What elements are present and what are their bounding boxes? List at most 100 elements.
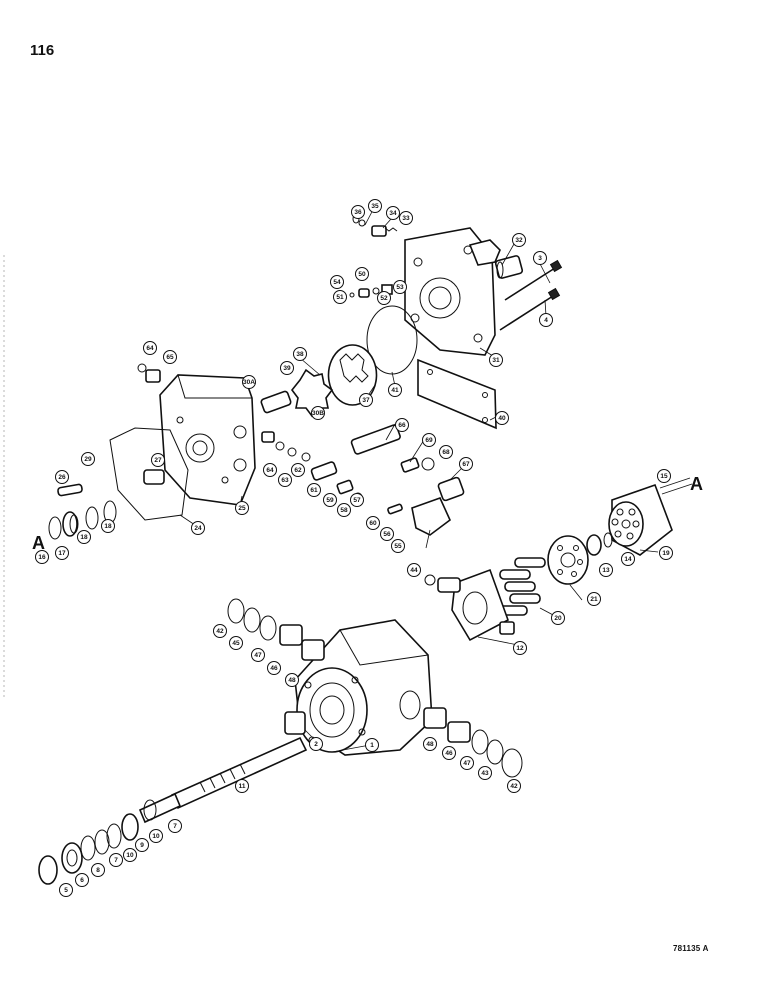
view-reference-right: A — [690, 474, 703, 494]
callout-label: 67 — [462, 461, 470, 468]
callout-circle — [101, 519, 115, 533]
callout-circle — [77, 530, 91, 544]
callout-27: 27 — [151, 453, 165, 467]
callout-1: 1 — [365, 738, 379, 752]
callout-label: 20 — [554, 615, 562, 622]
callout-label: 7 — [114, 857, 118, 864]
callout-circle — [235, 501, 249, 515]
callout-10: 10 — [149, 829, 163, 843]
callout-label: 46 — [270, 665, 278, 672]
callout-label: 19 — [662, 550, 670, 557]
callout-label: 61 — [310, 487, 318, 494]
callout-circle — [399, 211, 413, 225]
callout-label: 26 — [58, 474, 66, 481]
callout-48: 48 — [285, 673, 299, 687]
spring-13-drawing — [586, 534, 602, 556]
callout-circle — [350, 493, 364, 507]
callout-3: 3 — [533, 251, 547, 265]
callout-21: 21 — [587, 592, 601, 606]
callout-circle — [489, 353, 503, 367]
callout-label: 60 — [369, 520, 377, 527]
callout-circle — [391, 539, 405, 553]
callout-5: 5 — [59, 883, 73, 897]
callout-circle — [251, 648, 265, 662]
callout-circle — [439, 445, 453, 459]
callout-circle — [512, 233, 526, 247]
callout-label: 58 — [340, 507, 348, 514]
callout-30b: 30B — [311, 406, 325, 420]
callout-label: 42 — [510, 783, 518, 790]
callout-circle — [163, 350, 177, 364]
callout-label: 54 — [333, 279, 341, 286]
callout-label: 10 — [152, 833, 160, 840]
callout-46: 46 — [267, 661, 281, 675]
callout-label: 43 — [481, 770, 489, 777]
callout-55: 55 — [391, 539, 405, 553]
callout-36: 36 — [351, 205, 365, 219]
callout-circle — [75, 873, 89, 887]
callout-label: 37 — [362, 397, 370, 404]
callout-circle — [422, 433, 436, 447]
callout-51: 51 — [333, 290, 347, 304]
callout-circle — [587, 592, 601, 606]
callout-label: 5 — [64, 887, 68, 894]
callout-label: 41 — [391, 387, 399, 394]
callout-circle — [151, 453, 165, 467]
callout-label: 1 — [370, 742, 374, 749]
callout-label: 57 — [353, 497, 361, 504]
callout-19: 19 — [659, 546, 673, 560]
callout-label: 66 — [398, 422, 406, 429]
callout-label: 30A — [243, 379, 255, 386]
upper-bearing-stack-drawing — [227, 598, 325, 661]
callout-label: 39 — [283, 365, 291, 372]
callout-69: 69 — [422, 433, 436, 447]
gasket-24-drawing — [109, 427, 189, 521]
port-plate-21-drawing — [547, 535, 589, 585]
callout-circle — [380, 527, 394, 541]
callout-circle — [278, 473, 292, 487]
callout-label: 18 — [80, 534, 88, 541]
swashplate-12-drawing — [437, 568, 515, 642]
callout-circle — [355, 267, 369, 281]
bushing-27-drawing — [143, 469, 165, 485]
callout-label: 52 — [380, 295, 388, 302]
callout-circle — [280, 361, 294, 375]
callout-12: 12 — [513, 641, 527, 655]
callout-circle — [659, 546, 673, 560]
callout-label: 10 — [126, 852, 134, 859]
callout-66: 66 — [395, 418, 409, 432]
callout-label: 14 — [624, 556, 632, 563]
callout-16: 16 — [35, 550, 49, 564]
end-cap-25-drawing — [159, 374, 256, 506]
callout-circle — [337, 503, 351, 517]
callout-circle — [507, 779, 521, 793]
callout-label: 40 — [498, 415, 506, 422]
callout-circle — [351, 205, 365, 219]
callout-label: 44 — [410, 567, 418, 574]
callout-57: 57 — [350, 493, 364, 507]
callout-30a: 30A — [242, 375, 256, 389]
callout-label: 47 — [463, 760, 471, 767]
callout-circle — [333, 290, 347, 304]
callout-48: 48 — [423, 737, 437, 751]
callout-label: 29 — [84, 456, 92, 463]
callout-65: 65 — [163, 350, 177, 364]
callout-label: 27 — [154, 457, 162, 464]
small-fittings-drawing — [349, 214, 398, 298]
callout-label: 11 — [239, 783, 246, 790]
coupling-39-drawing — [260, 390, 292, 414]
callout-38: 38 — [293, 347, 307, 361]
callout-18: 18 — [77, 530, 91, 544]
callout-circle — [393, 280, 407, 294]
callout-7: 7 — [109, 853, 123, 867]
view-reference-left: A — [32, 533, 45, 553]
callout-label: 9 — [140, 842, 144, 849]
callout-18: 18 — [101, 519, 115, 533]
callout-39: 39 — [280, 361, 294, 375]
callout-label: 38 — [296, 351, 304, 358]
callout-60: 60 — [366, 516, 380, 530]
callout-label: 45 — [232, 640, 240, 647]
callout-circle — [388, 383, 402, 397]
callout-circle — [191, 521, 205, 535]
callout-58: 58 — [337, 503, 351, 517]
